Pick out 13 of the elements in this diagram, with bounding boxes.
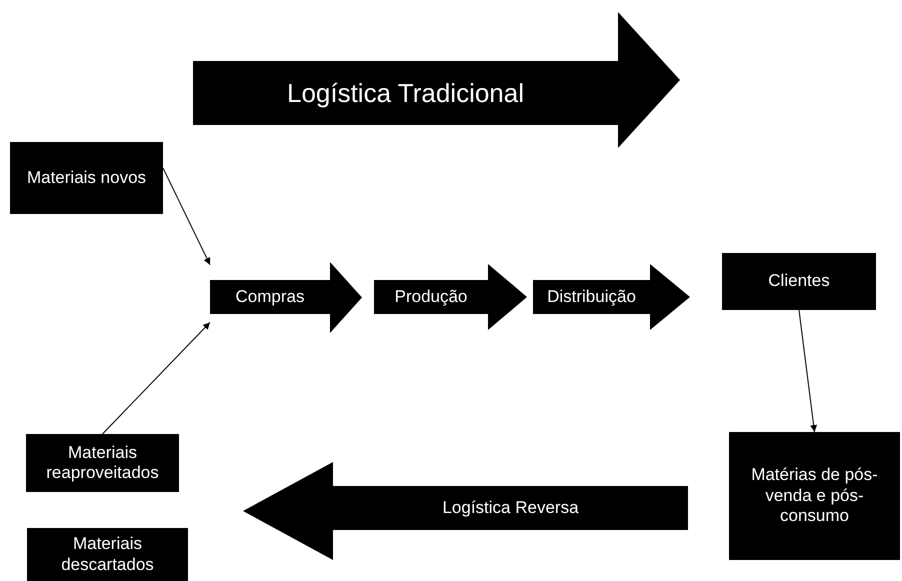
process-box: Matérias de pós-venda e pós-consumo	[729, 432, 900, 560]
arrow-label: Distribuição	[546, 286, 637, 308]
arrow	[798, 310, 818, 432]
arrow	[162, 167, 210, 266]
process-box: Materiais novos	[10, 142, 163, 214]
arrow-label: Logística Tradicional	[286, 76, 526, 110]
process-box: Materiais reaproveitados	[26, 434, 179, 492]
arrow-label: Logística Reversa	[441, 497, 580, 519]
arrow-label: Produção	[394, 286, 468, 308]
arrow	[102, 322, 210, 434]
arrow-label: Compras	[234, 286, 306, 308]
process-box: Materiais descartados	[27, 528, 188, 581]
process-box: Clientes	[722, 253, 876, 310]
